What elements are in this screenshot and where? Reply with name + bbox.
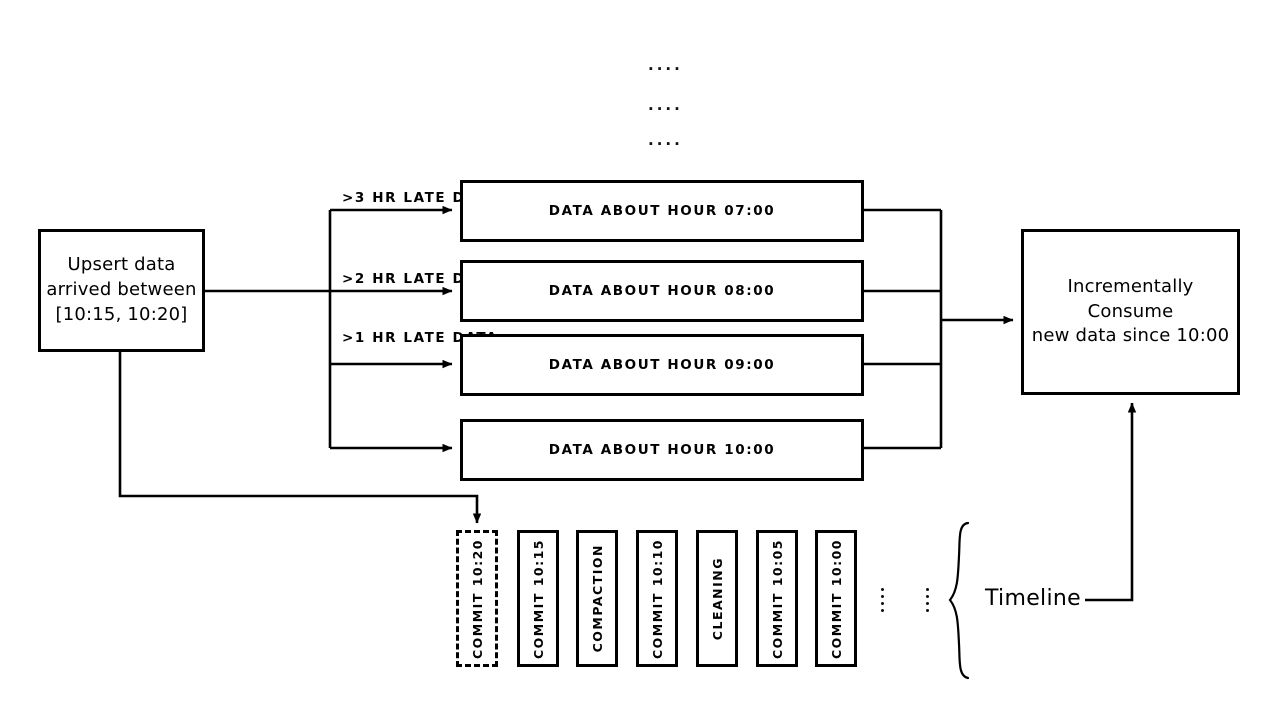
source-box-line-1: Upsert data [67, 254, 176, 276]
timeline-item-compaction-label: COMPACTION [589, 544, 605, 653]
source-box[interactable]: Upsert data arrived between [10:15, 10:2… [38, 229, 205, 352]
timeline-item-cleaning[interactable]: CLEANING [696, 530, 738, 667]
branch-label-late-2hr: >2 HR LATE DATA [342, 271, 499, 287]
ellipsis-row-1: .... [648, 56, 683, 74]
timeline-ellipsis-1 [881, 588, 884, 612]
consume-box[interactable]: Incrementally Consume new data since 10:… [1021, 229, 1240, 395]
edge-timeline-to-consume [1085, 402, 1137, 602]
data-row-hour-09[interactable]: DATA ABOUT HOUR 09:00 [460, 334, 864, 396]
consume-box-line-2: new data since 10:00 [1031, 325, 1230, 347]
timeline-item-commit-1020[interactable]: COMMIT 10:20 [456, 530, 498, 667]
timeline-item-commit-1000[interactable]: COMMIT 10:00 [815, 530, 857, 667]
timeline-item-compaction[interactable]: COMPACTION [576, 530, 618, 667]
timeline-ellipsis-2 [926, 588, 929, 612]
branch-label-late-1hr: >1 HR LATE DATA [342, 330, 499, 346]
edge-source-to-commit-1020 [118, 352, 482, 524]
timeline-item-commit-1015[interactable]: COMMIT 10:15 [517, 530, 559, 667]
consume-box-line-1: Incrementally Consume [1067, 275, 1194, 322]
timeline-brace [948, 521, 970, 680]
timeline-item-cleaning-label: CLEANING [709, 556, 725, 641]
source-box-line-3: [10:15, 10:20] [55, 303, 188, 325]
data-row-hour-09-label: DATA ABOUT HOUR 09:00 [548, 357, 776, 373]
timeline-item-commit-1005-label: COMMIT 10:05 [769, 538, 785, 659]
timeline-item-commit-1010[interactable]: COMMIT 10:10 [636, 530, 678, 667]
branch-label-late-3hr: >3 HR LATE DATA [342, 190, 499, 206]
timeline-label: Timeline [985, 586, 1081, 611]
data-row-hour-10-label: DATA ABOUT HOUR 10:00 [548, 442, 776, 458]
timeline-item-commit-1000-label: COMMIT 10:00 [828, 538, 844, 659]
timeline-item-commit-1020-label: COMMIT 10:20 [469, 538, 485, 659]
data-row-hour-07-label: DATA ABOUT HOUR 07:00 [548, 203, 776, 219]
data-row-hour-08-label: DATA ABOUT HOUR 08:00 [548, 283, 776, 299]
timeline-item-commit-1015-label: COMMIT 10:15 [530, 538, 546, 659]
timeline-item-commit-1010-label: COMMIT 10:10 [649, 538, 665, 659]
ellipsis-row-3: .... [648, 131, 683, 149]
source-box-line-2: arrived between [46, 279, 197, 301]
data-row-hour-10[interactable]: DATA ABOUT HOUR 10:00 [460, 419, 864, 481]
data-row-hour-07[interactable]: DATA ABOUT HOUR 07:00 [460, 180, 864, 242]
data-row-hour-08[interactable]: DATA ABOUT HOUR 08:00 [460, 260, 864, 322]
timeline-item-commit-1005[interactable]: COMMIT 10:05 [756, 530, 798, 667]
ellipsis-row-2: .... [648, 96, 683, 114]
